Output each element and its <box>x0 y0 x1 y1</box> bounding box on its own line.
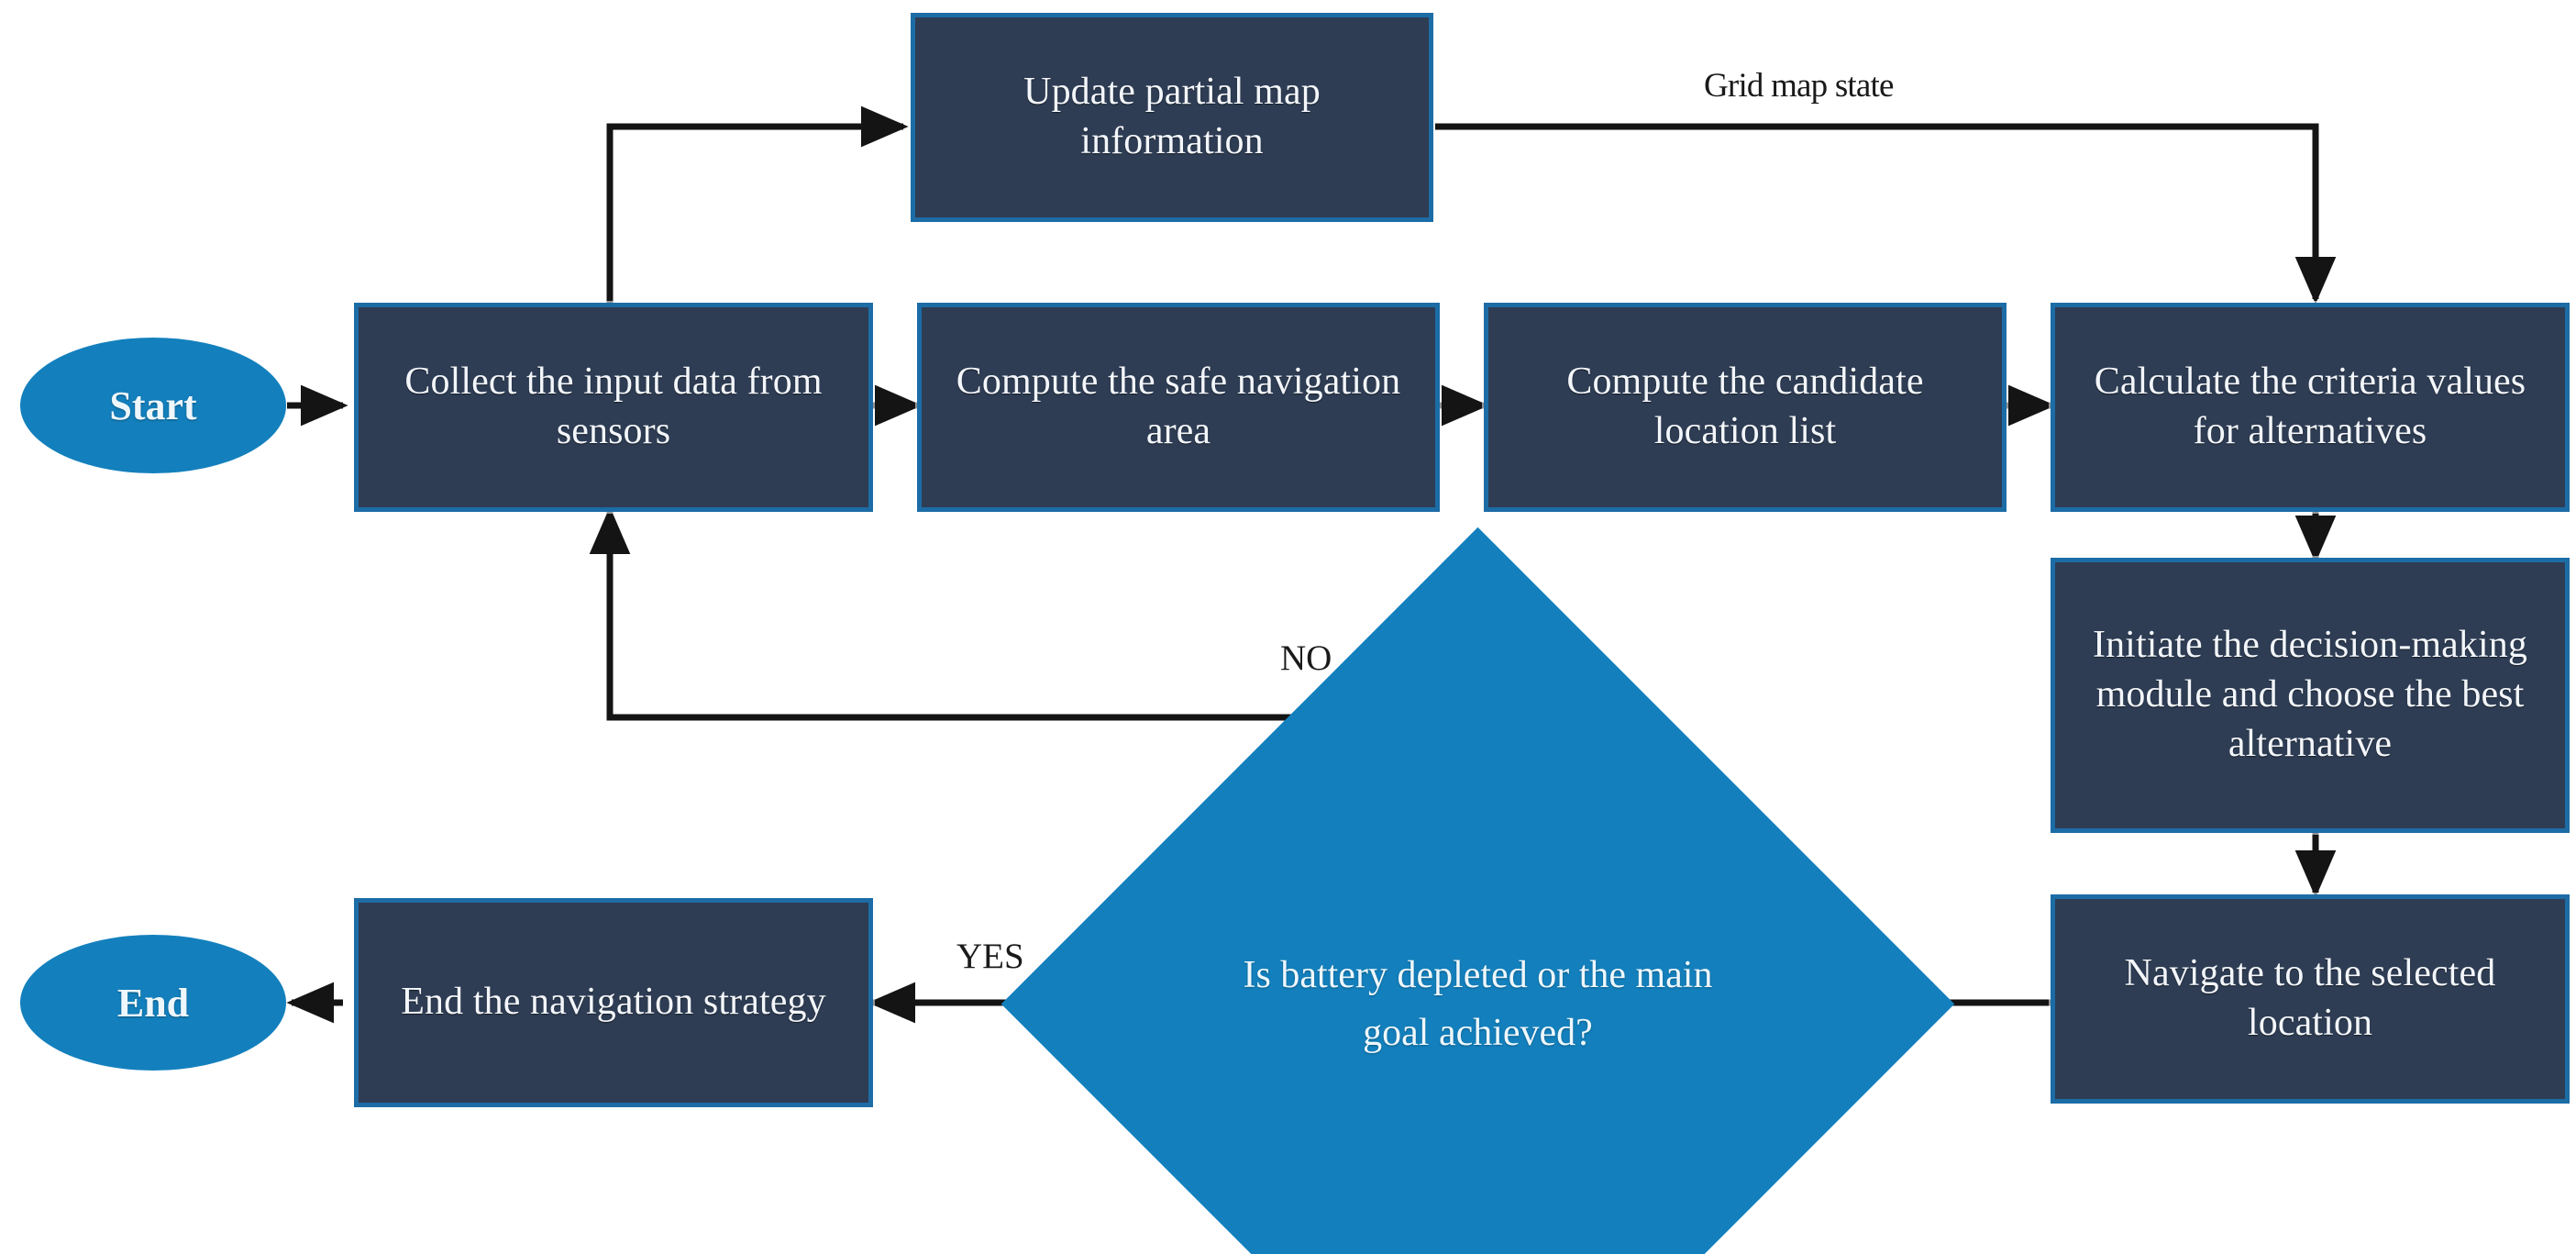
node-calculate-criteria-label: Calculate the criteria values for altern… <box>2094 361 2526 452</box>
node-end-label: End <box>116 980 190 1026</box>
node-compute-safe-area-label: Compute the safe navigation area <box>956 361 1401 452</box>
node-calculate-criteria[interactable]: Calculate the criteria values for altern… <box>2051 303 2570 512</box>
node-collect-input[interactable]: Collect the input data from sensors <box>354 303 873 512</box>
node-start-label: Start <box>109 383 197 428</box>
node-start[interactable]: Start <box>20 338 286 473</box>
node-battery-check-label: Is battery depleted or the main goal ach… <box>1243 953 1713 1054</box>
node-navigate-label: Navigate to the selected location <box>2124 952 2496 1044</box>
edge-update-map-to-calculate <box>1435 123 2337 305</box>
node-end[interactable]: End <box>20 935 286 1071</box>
edge-label-grid-map-state: Grid map state <box>1704 67 1894 105</box>
node-update-map-label: Update partial map information <box>1023 71 1321 162</box>
node-compute-candidates[interactable]: Compute the candidate location list <box>1484 303 2007 512</box>
edge-label-yes: YES <box>956 937 1024 976</box>
node-navigate[interactable]: Navigate to the selected location <box>2051 894 2570 1104</box>
edge-collect-to-update-map <box>606 105 909 303</box>
node-battery-check[interactable]: Is battery depleted or the main goal ach… <box>1001 527 1955 1254</box>
node-end-strategy[interactable]: End the navigation strategy <box>354 898 873 1107</box>
node-decision-module-label: Initiate the decision-making module and … <box>2093 624 2527 765</box>
node-decision-module[interactable]: Initiate the decision-making module and … <box>2051 558 2570 833</box>
node-end-strategy-label: End the navigation strategy <box>401 981 826 1024</box>
node-collect-input-label: Collect the input data from sensors <box>404 361 823 452</box>
node-compute-candidates-label: Compute the candidate location list <box>1566 361 1924 452</box>
node-update-map[interactable]: Update partial map information <box>911 13 1433 222</box>
edge-label-no: NO <box>1280 638 1332 678</box>
node-compute-safe-area[interactable]: Compute the safe navigation area <box>917 303 1440 512</box>
